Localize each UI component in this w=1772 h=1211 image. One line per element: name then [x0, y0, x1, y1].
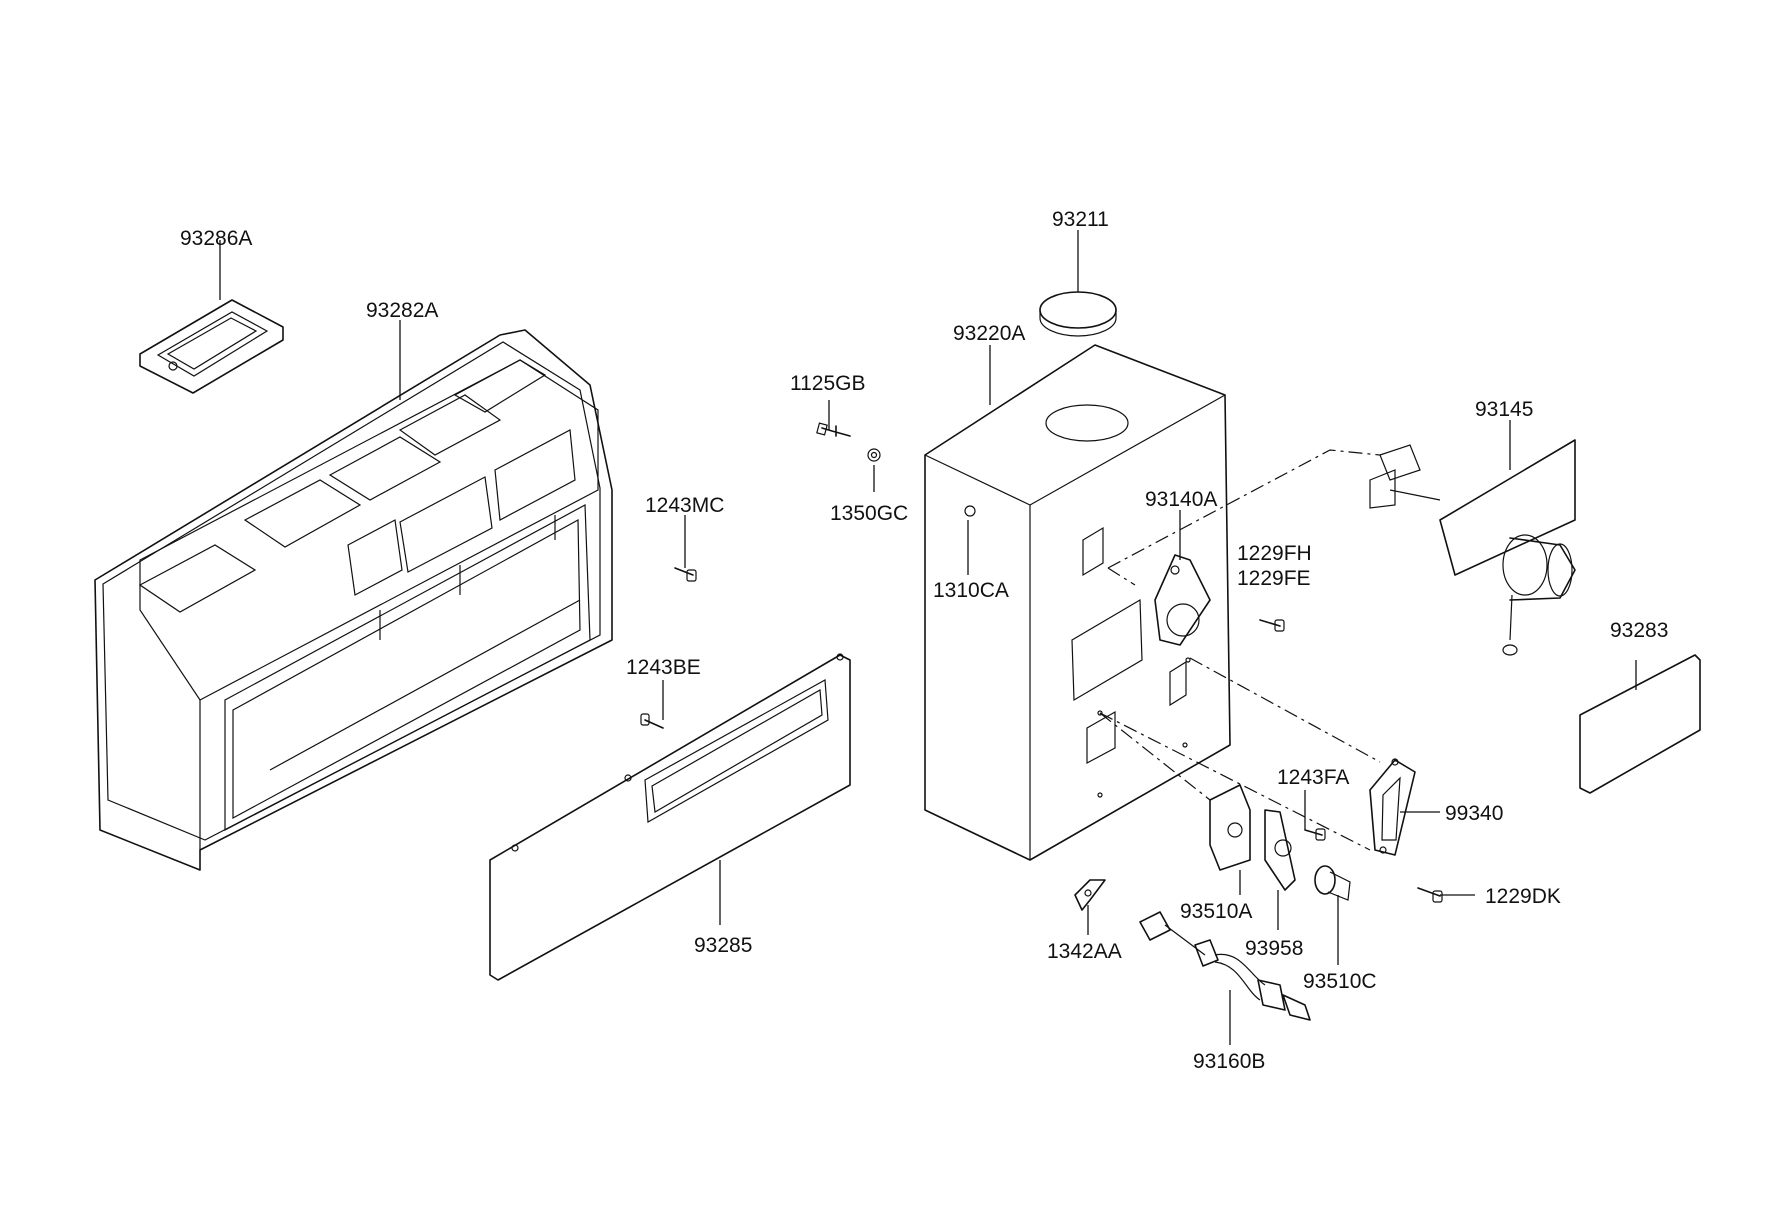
label-93510A: 93510A — [1180, 900, 1252, 923]
screw-1125GB — [816, 422, 851, 437]
part-93160B — [1139, 911, 1311, 1021]
label-1310CA: 1310CA — [933, 579, 1009, 602]
label-93286A: 93286A — [180, 227, 252, 250]
part-93510A — [1209, 784, 1251, 871]
label-1229DK: 1229DK — [1485, 885, 1561, 908]
label-1125GB: 1125GB — [790, 372, 866, 395]
label-93211: 93211 — [1052, 208, 1109, 231]
part-93510C — [1314, 865, 1351, 901]
label-1342AA: 1342AA — [1047, 940, 1122, 963]
part-93283 — [1579, 654, 1701, 794]
label-1229FH: 1229FH — [1237, 542, 1312, 565]
screw-1243FA — [1304, 828, 1326, 841]
part-1342AA — [1074, 879, 1106, 911]
label-1243MC: 1243MC — [645, 494, 724, 517]
part-labels: 93286A 93282A 1125GB 1350GC 1243MC 1243B… — [180, 208, 1668, 1073]
screw-1243MC — [674, 567, 697, 582]
screw-1229FH — [1259, 619, 1285, 632]
label-93140A: 93140A — [1145, 488, 1217, 511]
part-99340 — [1369, 758, 1416, 856]
label-93285: 93285 — [694, 934, 752, 957]
label-93145: 93145 — [1475, 398, 1533, 421]
label-93220A: 93220A — [953, 322, 1025, 345]
part-93282A — [94, 329, 613, 871]
label-93160B: 93160B — [1193, 1050, 1265, 1073]
label-93283: 93283 — [1610, 619, 1668, 642]
part-93958 — [1264, 809, 1296, 891]
washer-1350GC — [867, 448, 881, 462]
part-93140A — [1154, 554, 1211, 646]
assembly-lines — [1099, 449, 1381, 851]
part-93211 — [1039, 291, 1117, 337]
label-99340: 99340 — [1445, 802, 1503, 825]
screw-1229DK — [1417, 887, 1443, 903]
label-1243BE: 1243BE — [626, 656, 701, 679]
part-93285 — [489, 653, 851, 981]
label-1229FE: 1229FE — [1237, 567, 1311, 590]
label-1350GC: 1350GC — [830, 502, 908, 525]
leader-lines — [219, 230, 1637, 1045]
label-93282A: 93282A — [366, 299, 438, 322]
label-93510C: 93510C — [1303, 970, 1377, 993]
label-93958: 93958 — [1245, 937, 1303, 960]
screw-1243BE — [640, 713, 664, 729]
part-93220A — [924, 344, 1231, 861]
label-1243FA: 1243FA — [1277, 766, 1349, 789]
part-93286A — [139, 299, 284, 394]
part-93145 — [1369, 439, 1576, 656]
